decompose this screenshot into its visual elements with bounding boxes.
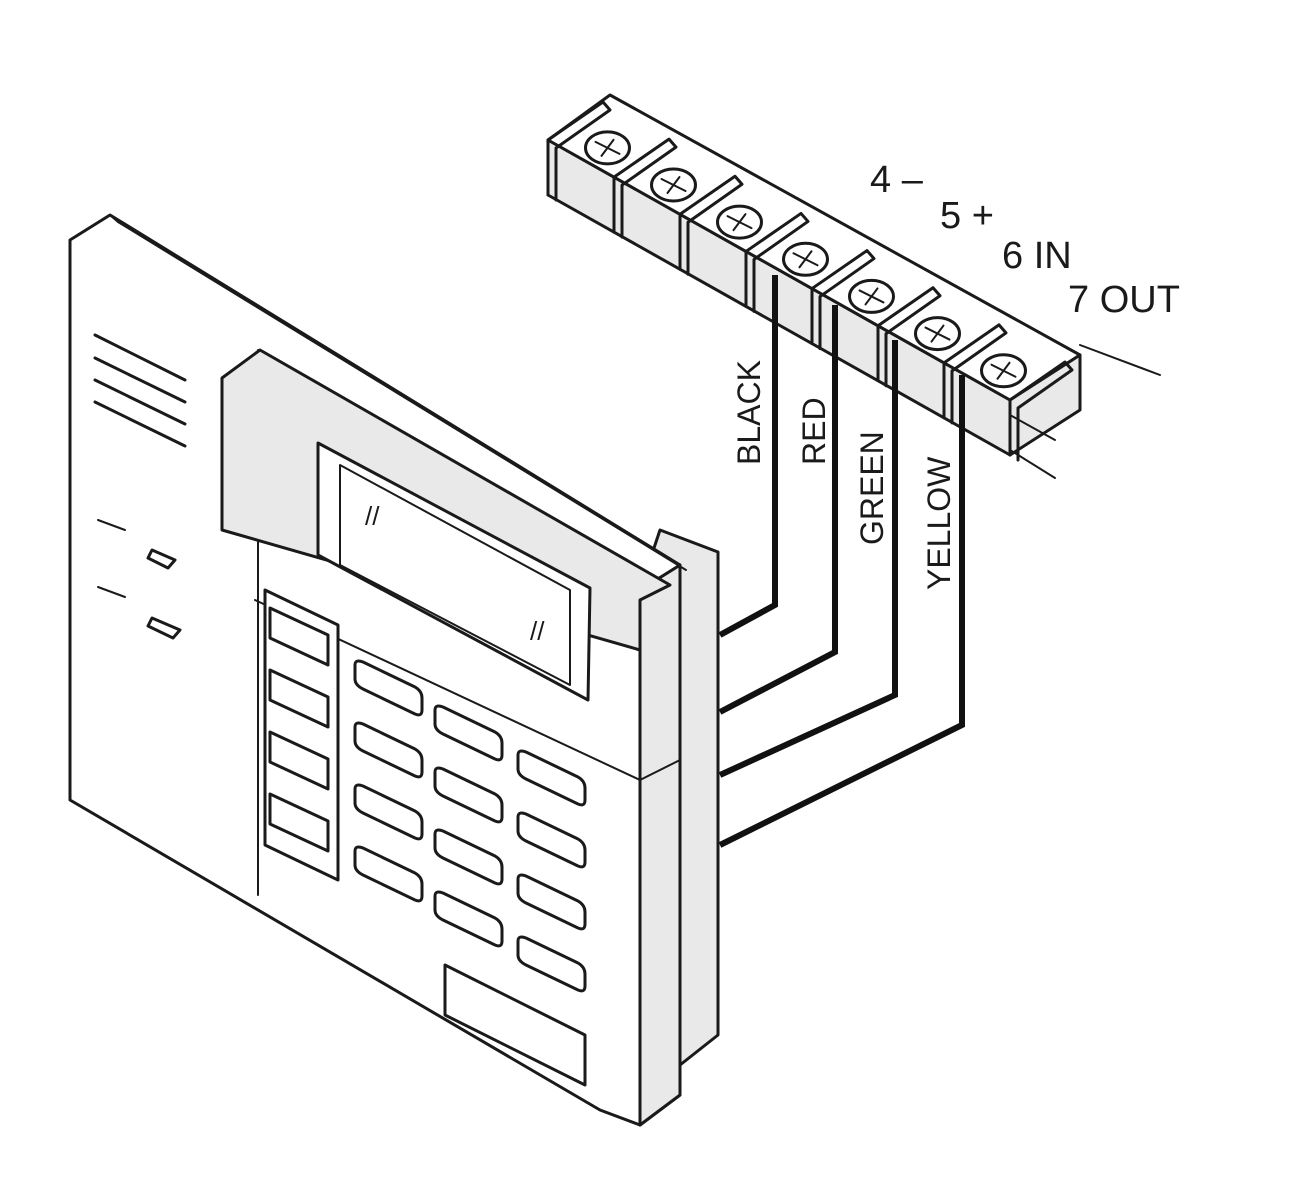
- keypad-top-edge: [109, 214, 687, 571]
- wire-label-green: GREEN: [854, 431, 890, 545]
- function-key[interactable]: [268, 606, 330, 667]
- terminal-divider: [876, 286, 942, 388]
- keypad-key[interactable]: [353, 783, 424, 841]
- terminal-divider: [942, 323, 1008, 425]
- wire-green: [718, 340, 898, 778]
- screw-slot: [792, 250, 819, 269]
- terminal-label-4: 4 –: [870, 159, 924, 201]
- keypad-key[interactable]: [433, 766, 504, 824]
- wire-yellow: [718, 375, 965, 848]
- led-armed: [146, 616, 182, 640]
- keypad-side: [638, 563, 682, 1127]
- grille-line-1: [93, 333, 187, 382]
- led-ready: [146, 548, 177, 570]
- terminal-divider: [546, 100, 612, 202]
- screw-slot: [594, 138, 621, 157]
- wires: [718, 275, 965, 848]
- keypad-key[interactable]: [433, 704, 504, 762]
- wire-red: [718, 305, 838, 715]
- wire-black: [718, 275, 778, 638]
- strip-lead-lower: [1009, 449, 1056, 479]
- display-glare-2: //: [530, 616, 545, 646]
- screw-slot: [660, 176, 687, 194]
- wire-label-red: RED: [796, 397, 832, 465]
- grille-line-4: [93, 400, 187, 448]
- led-label-ready: [97, 519, 126, 531]
- display-bezel: // //: [220, 348, 672, 702]
- terminal-label-6: 6 IN: [1002, 235, 1072, 277]
- function-key[interactable]: [268, 668, 330, 729]
- display-window-inner: [339, 464, 571, 686]
- keypad-key[interactable]: [516, 749, 587, 807]
- terminal-label-7: 7 OUT: [1068, 279, 1180, 321]
- terminal-divider: [744, 211, 810, 313]
- grille-line-2: [93, 356, 187, 404]
- keypad-key[interactable]: [516, 935, 587, 993]
- terminal-divider: [612, 137, 678, 239]
- keypad-wide-key[interactable]: [443, 963, 587, 1087]
- keypad-key[interactable]: [516, 873, 587, 931]
- terminal-screws: [584, 130, 1027, 389]
- wire-label-black: BLACK: [731, 360, 767, 465]
- terminal-label-5: 5 +: [940, 195, 994, 237]
- function-keys: [263, 588, 340, 882]
- function-key[interactable]: [268, 730, 330, 791]
- terminal-dividers: [546, 100, 1074, 462]
- keypad-key[interactable]: [433, 890, 504, 948]
- terminal-divider: [678, 174, 744, 276]
- screw-slot: [990, 361, 1017, 380]
- wire-labels: BLACK RED GREEN YELLOW: [731, 360, 957, 590]
- screw-slot: [924, 324, 951, 343]
- wire-label-yellow: YELLOW: [921, 456, 957, 590]
- terminal-divider: [1008, 360, 1074, 462]
- keypad-housing: [68, 213, 720, 1127]
- keypad-key[interactable]: [516, 811, 587, 869]
- function-key[interactable]: [268, 792, 330, 853]
- terminal-divider: [810, 249, 876, 351]
- indicator-leds: [97, 519, 182, 640]
- display-window: [316, 441, 592, 702]
- grille-line-3: [93, 378, 187, 426]
- display-glare-1: //: [365, 501, 380, 531]
- keypad-key[interactable]: [353, 845, 424, 903]
- keypad-key[interactable]: [433, 828, 504, 886]
- screw-slot: [726, 213, 753, 232]
- speaker-grille: [93, 333, 187, 448]
- keypad-buttons: [353, 659, 587, 993]
- keypad-key[interactable]: [353, 721, 424, 779]
- keypad-seam: [254, 599, 681, 781]
- keypad-key[interactable]: [353, 659, 424, 717]
- screw-slot: [858, 287, 885, 306]
- strip-lead-upper: [1079, 344, 1161, 376]
- led-label-armed: [97, 586, 126, 598]
- strip-lead-middle: [1009, 414, 1056, 441]
- terminal-labels: 4 – 5 + 6 IN 7 OUT: [870, 159, 1180, 321]
